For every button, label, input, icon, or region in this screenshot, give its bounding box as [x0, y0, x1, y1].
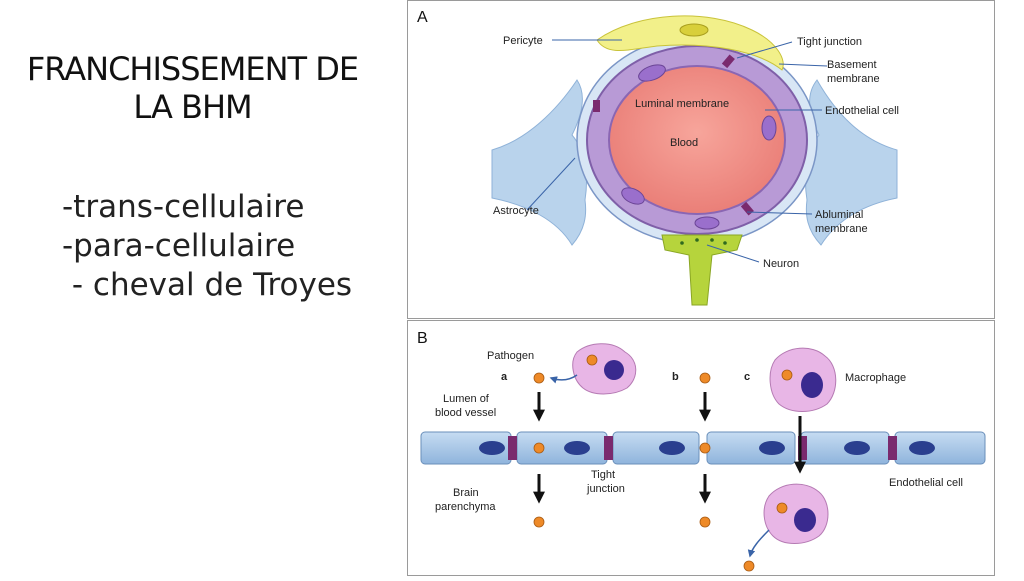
- endothelial-nucleus: [694, 216, 720, 230]
- tight-junction-marker: [604, 436, 613, 460]
- tight-junction-marker: [888, 436, 897, 460]
- leader-line: [526, 157, 576, 211]
- panel-b-labels: Pathogen a b c Macrophage Lumen of blood…: [435, 350, 963, 513]
- neuron-synapse-dot: [680, 241, 684, 245]
- label-tight-junction: Tight junction: [797, 36, 862, 48]
- label-route-a: a: [501, 371, 508, 383]
- label-tight-junction-2: junction: [586, 483, 625, 495]
- leader-line: [746, 211, 813, 215]
- pathogen-dot: [699, 516, 711, 528]
- tight-junction-marker: [798, 436, 807, 460]
- label-route-b: b: [672, 371, 679, 383]
- neuron-body: [661, 234, 743, 306]
- endothelial-cell-segment: [612, 431, 700, 465]
- slide-title: FRANCHISSEMENT DE LA BHM: [0, 50, 385, 126]
- macrophage-nucleus: [604, 360, 624, 380]
- pathogen-dot: [533, 442, 545, 454]
- bbb-figure-svg: A B Pericyte Tight junction: [407, 0, 995, 576]
- neuron-synapse-dot: [710, 238, 714, 242]
- label-luminal-membrane: Luminal membrane: [635, 98, 729, 110]
- bullet-trojan-horse: - cheval de Troyes: [62, 267, 353, 303]
- pathogen-dot: [776, 502, 788, 514]
- slide-title-line-1: FRANCHISSEMENT DE: [26, 50, 359, 88]
- leader-line: [778, 63, 828, 67]
- bullet-para-cellular: -para-cellulaire: [62, 228, 296, 264]
- tight-junction-marker: [593, 100, 600, 112]
- bullet-trans-cellular: -trans-cellulaire: [62, 189, 305, 225]
- endothelial-nucleus: [621, 187, 645, 205]
- neuron-synapse-dot: [695, 238, 699, 242]
- endothelial-nucleus: [844, 441, 870, 455]
- label-endothelial-cell: Endothelial cell: [825, 105, 899, 117]
- neuron-synapse-dot: [723, 241, 727, 245]
- endothelial-nucleus: [479, 441, 505, 455]
- endothelial-cell-segment: [516, 431, 608, 465]
- label-endothelial-cell-b: Endothelial cell: [889, 477, 963, 489]
- endothelial-nucleus: [759, 441, 785, 455]
- route-c: [743, 347, 837, 572]
- tight-junction-marker: [508, 436, 517, 460]
- route-b: [699, 372, 711, 528]
- panel-a-letter: A: [417, 9, 428, 26]
- endothelial-layer: [420, 431, 986, 465]
- leader-line: [706, 244, 760, 263]
- label-pathogen: Pathogen: [487, 350, 534, 362]
- pathogen-dot: [586, 354, 598, 366]
- label-astrocyte: Astrocyte: [493, 205, 539, 217]
- pathogen-release-arrow: [549, 374, 578, 384]
- label-blood: Blood: [670, 137, 698, 149]
- pathogen-dot: [743, 560, 755, 572]
- label-basement-membrane-1: Basement: [827, 59, 877, 71]
- endothelial-nucleus: [659, 441, 685, 455]
- pathogen-dot: [533, 516, 545, 528]
- label-pericyte: Pericyte: [503, 35, 543, 47]
- pathogen-dot: [533, 372, 545, 384]
- blood-lumen: [608, 65, 786, 215]
- label-basement-membrane-2: membrane: [827, 73, 880, 85]
- pathogen-release-arrow: [747, 529, 770, 558]
- macrophage-nucleus: [794, 508, 816, 532]
- label-neuron: Neuron: [763, 258, 799, 270]
- route-a: [533, 343, 637, 528]
- panel-a-labels: Pericyte Tight junction Basement membran…: [493, 35, 899, 270]
- label-route-c: c: [744, 371, 750, 383]
- tight-junction-marker: [721, 54, 735, 69]
- label-brain-1: Brain: [453, 487, 479, 499]
- endothelial-nucleus: [564, 441, 590, 455]
- pericyte-body: [596, 15, 784, 71]
- label-macrophage: Macrophage: [845, 372, 906, 384]
- label-tight-junction-1: Tight: [591, 469, 615, 481]
- label-abluminal-membrane-1: Abluminal: [815, 209, 863, 221]
- endothelial-nucleus: [761, 115, 777, 141]
- bbb-figure: A B Pericyte Tight junction: [407, 0, 995, 576]
- slide-title-line-2: LA BHM: [133, 88, 252, 126]
- label-abluminal-membrane-2: membrane: [815, 223, 868, 235]
- label-lumen-2: blood vessel: [435, 407, 496, 419]
- leader-line: [736, 41, 793, 59]
- pathogen-dot: [699, 442, 711, 454]
- pathogen-dot: [699, 372, 711, 384]
- endothelial-nucleus: [909, 441, 935, 455]
- panel-b-letter: B: [417, 330, 428, 347]
- macrophage-nucleus: [801, 372, 823, 398]
- endothelial-cell-segment: [894, 431, 986, 465]
- panel-a-vessel: [491, 15, 898, 306]
- pericyte-nucleus: [679, 23, 709, 37]
- label-brain-2: parenchyma: [435, 501, 496, 513]
- bullet-list: -trans-cellulaire -para-cellulaire - che…: [62, 188, 352, 305]
- endothelial-nucleus: [638, 64, 666, 82]
- pathogen-dot: [781, 369, 793, 381]
- label-lumen-1: Lumen of: [443, 393, 490, 405]
